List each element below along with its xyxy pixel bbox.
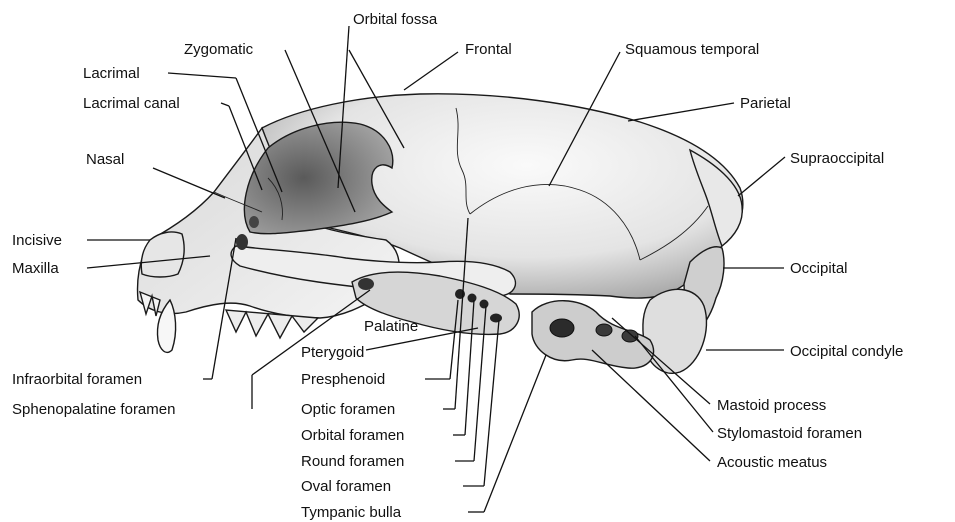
label-optic-foramen: Optic foramen [301,401,395,418]
label-lacrimal-canal: Lacrimal canal [83,95,180,112]
round-foramen-hole [480,300,489,309]
label-occipital-condyle: Occipital condyle [790,343,903,360]
label-nasal: Nasal [86,151,124,168]
label-orbital-fossa: Orbital fossa [353,11,438,28]
infraorbital-hole [236,234,248,250]
orbital-foramen-hole [468,294,477,303]
label-presphenoid: Presphenoid [301,371,385,388]
label-pterygoid: Pterygoid [301,344,364,361]
label-sphenopalatine-foramen: Sphenopalatine foramen [12,401,175,418]
label-infraorbital-foramen: Infraorbital foramen [12,371,142,388]
label-parietal: Parietal [740,95,791,112]
label-mastoid-process: Mastoid process [717,397,826,414]
label-orbital-foramen: Orbital foramen [301,427,404,444]
label-squamous-temporal: Squamous temporal [625,41,759,58]
label-incisive: Incisive [12,232,62,249]
occipital-condyle-bone [643,289,707,373]
label-palatine: Palatine [364,318,418,335]
sphenopalatine-hole [358,278,374,290]
label-supraoccipital: Supraoccipital [790,150,884,167]
label-frontal: Frontal [465,41,512,58]
label-stylomastoid-foramen: Stylomastoid foramen [717,425,862,442]
skull [138,94,743,374]
oval-foramen-hole [490,314,502,323]
acoustic-meatus-opening [550,319,574,337]
label-round-foramen: Round foramen [301,453,404,470]
label-oval-foramen: Oval foramen [301,478,391,495]
label-occipital: Occipital [790,260,848,277]
incisive-bone [141,232,184,277]
stylomastoid-opening [596,324,612,336]
lacrimal-canal-hole [249,216,259,228]
label-maxilla: Maxilla [12,260,59,277]
label-zygomatic: Zygomatic [184,41,254,58]
label-acoustic-meatus: Acoustic meatus [717,454,827,471]
label-lacrimal: Lacrimal [83,65,140,82]
label-tympanic-bulla: Tympanic bulla [301,504,402,521]
